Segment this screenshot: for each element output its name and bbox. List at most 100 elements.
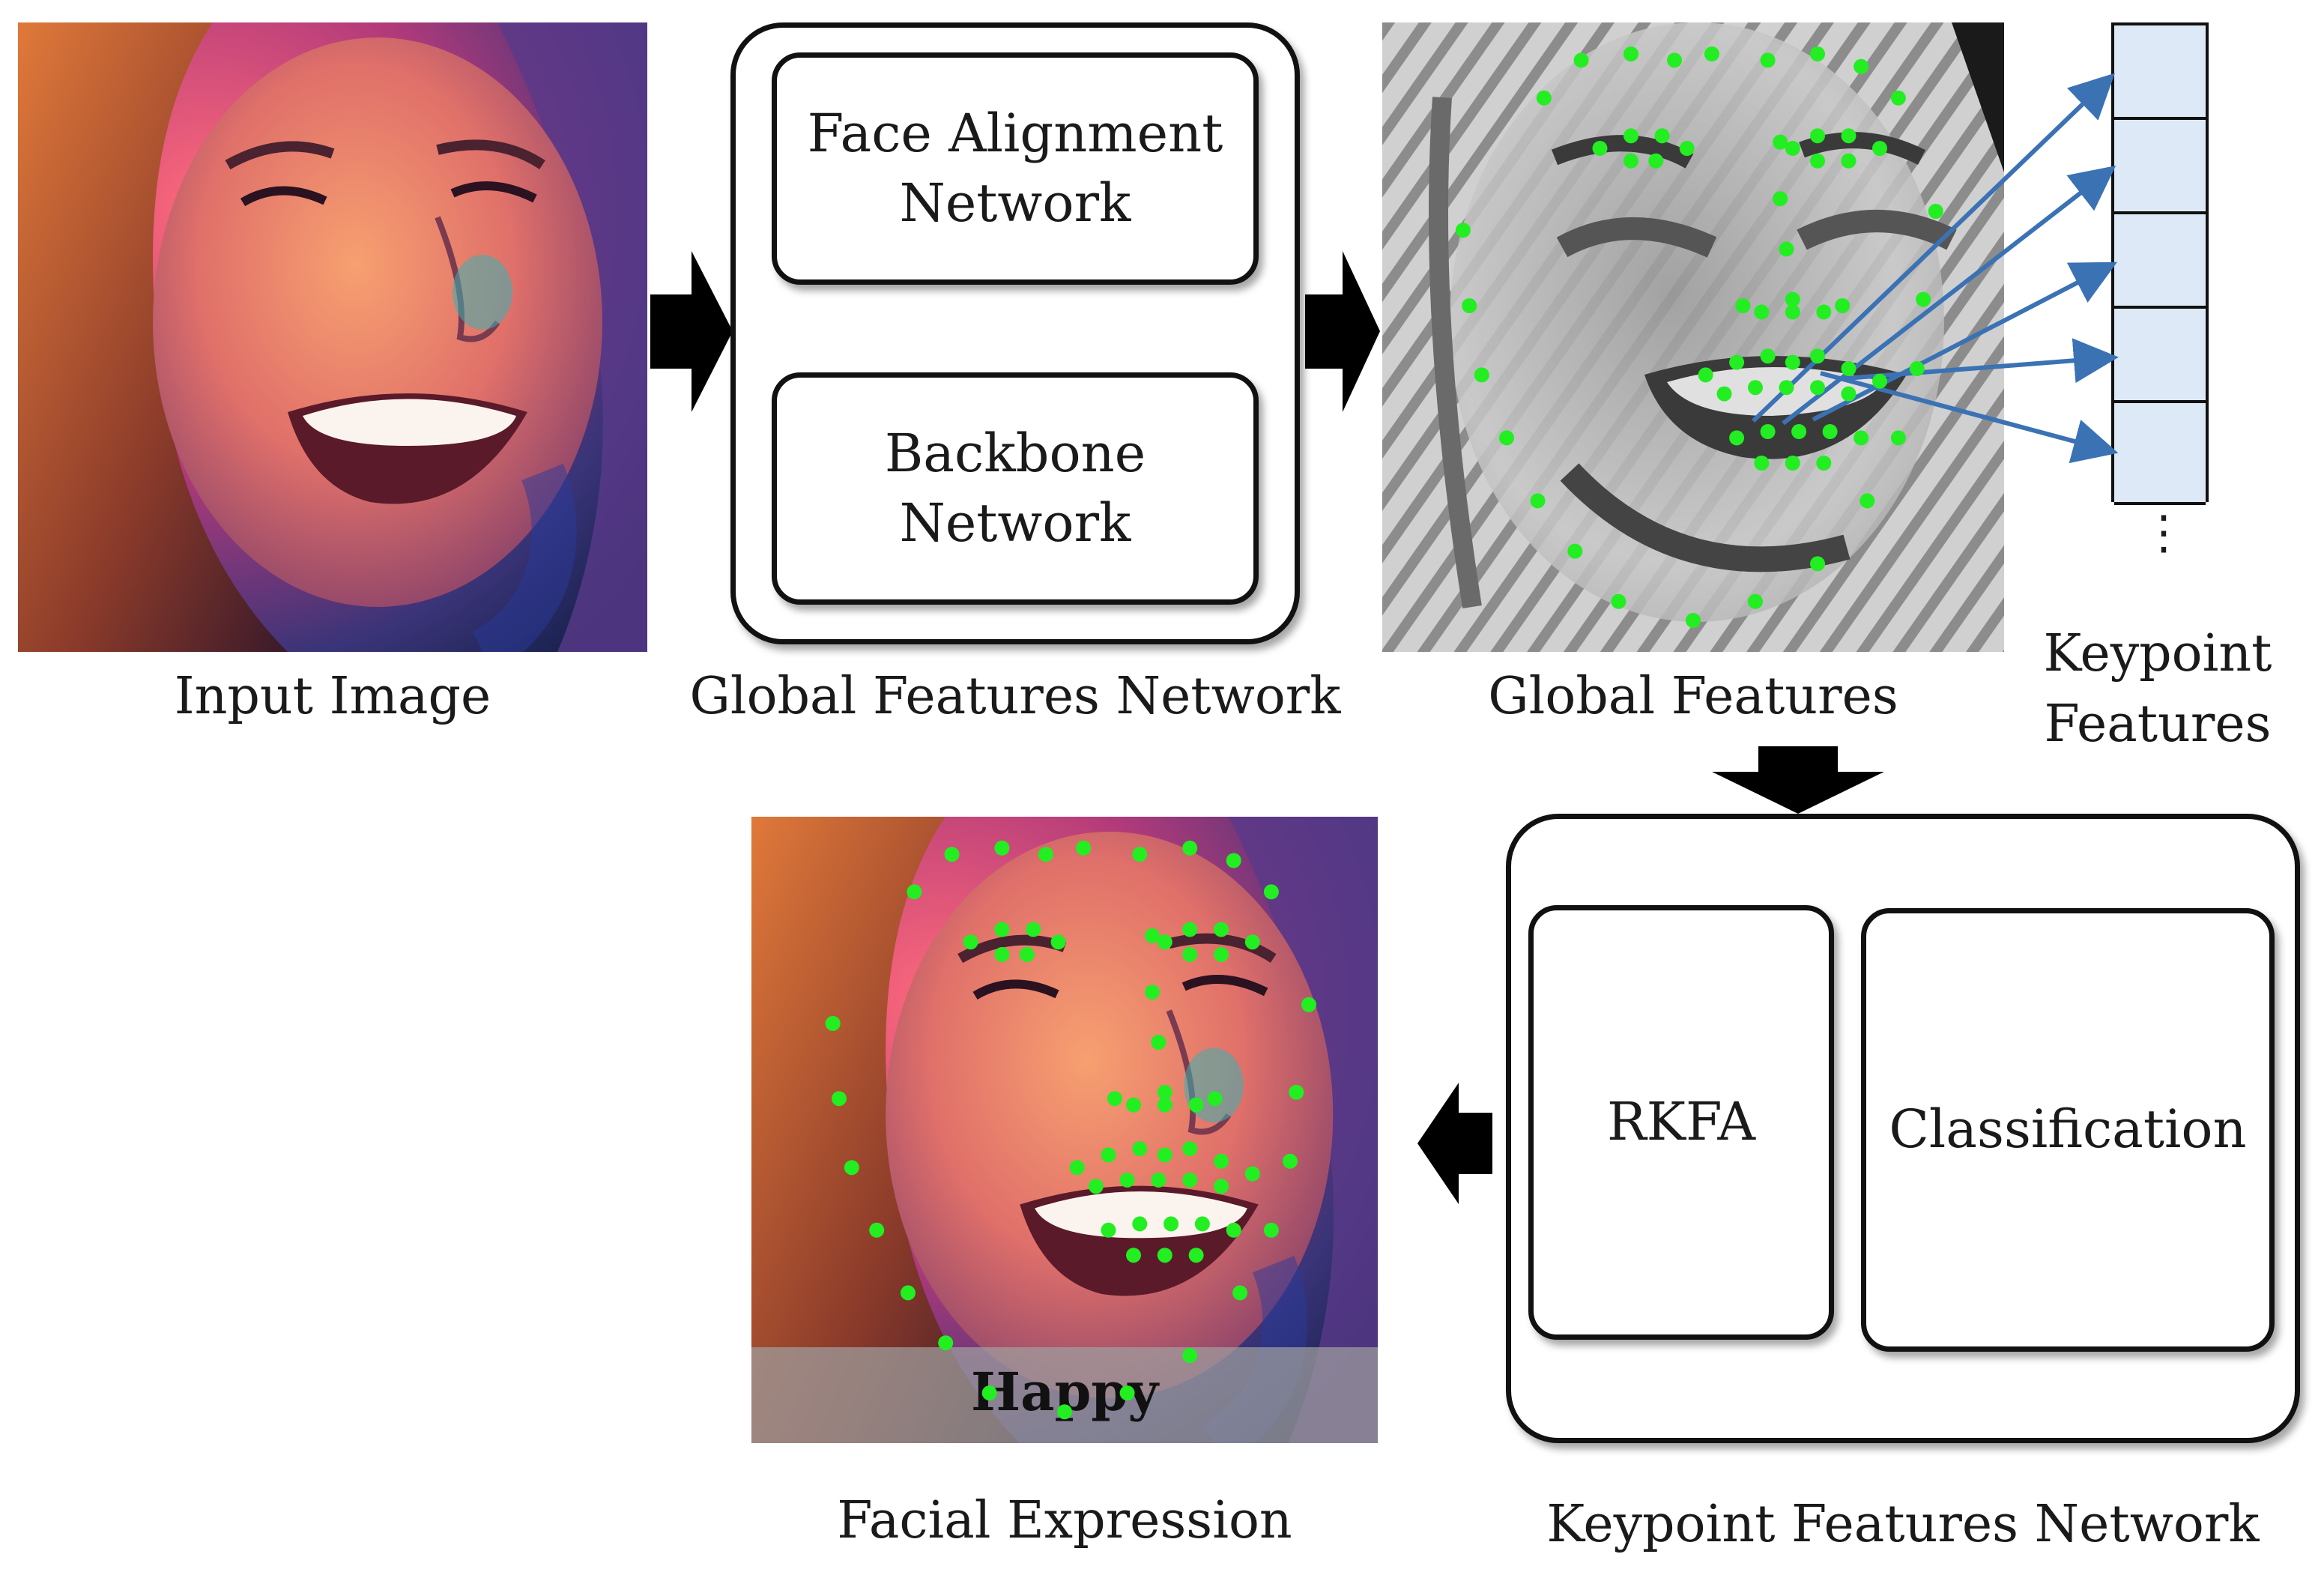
landmark-dot bbox=[1748, 593, 1763, 609]
landmark-dot bbox=[1698, 367, 1713, 383]
landmark-dot bbox=[1810, 46, 1825, 61]
landmark-dot bbox=[1785, 354, 1800, 370]
face-alignment-network-box: Face Alignment Network bbox=[772, 52, 1259, 285]
landmark-dot bbox=[1785, 304, 1800, 320]
landmark-dot bbox=[1859, 493, 1875, 509]
landmark-dot bbox=[1182, 1348, 1198, 1363]
landmark-dot bbox=[1779, 241, 1794, 257]
landmark-dot bbox=[1145, 985, 1160, 1000]
landmark-dot bbox=[1126, 1248, 1141, 1263]
keypoint-feature-vector bbox=[2111, 22, 2209, 505]
landmark-dot bbox=[1854, 430, 1869, 446]
landmark-dot bbox=[1810, 128, 1825, 144]
classification-label: Classification bbox=[1889, 1098, 2247, 1161]
landmark-dot bbox=[1872, 373, 1887, 389]
landmark-dot bbox=[1107, 1091, 1122, 1107]
landmark-dot bbox=[901, 1285, 916, 1301]
landmark-dot bbox=[844, 1160, 859, 1176]
landmark-dot bbox=[1263, 884, 1279, 900]
landmark-dot bbox=[1283, 1153, 1298, 1169]
input-image-caption: Input Image bbox=[174, 667, 491, 726]
right-arrow-icon bbox=[1305, 251, 1380, 412]
landmark-dot bbox=[1188, 1097, 1204, 1113]
landmark-dot bbox=[1101, 1147, 1116, 1163]
landmark-dot bbox=[1226, 853, 1241, 868]
landmark-dot bbox=[1624, 46, 1638, 61]
landmark-dot bbox=[1816, 304, 1832, 320]
landmark-dot bbox=[869, 1222, 885, 1238]
landmark-dot bbox=[1182, 840, 1198, 856]
landmark-dot bbox=[1132, 1216, 1148, 1232]
rkfa-box: RKFA bbox=[1528, 905, 1834, 1340]
landmark-dot bbox=[1654, 128, 1670, 144]
landmark-dot bbox=[825, 1015, 841, 1031]
landmark-dot bbox=[1194, 1216, 1210, 1232]
landmark-dot bbox=[1301, 997, 1316, 1012]
landmark-dot bbox=[1785, 291, 1800, 307]
landmark-dot bbox=[1928, 204, 1943, 219]
landmark-dot bbox=[1716, 386, 1732, 402]
global-features-network-caption: Global Features Network bbox=[689, 667, 1341, 726]
landmark-dot bbox=[1704, 46, 1719, 61]
rkfa-label: RKFA bbox=[1606, 1091, 1756, 1153]
landmark-dot bbox=[1244, 934, 1260, 950]
landmark-dot bbox=[1909, 361, 1925, 376]
landmark-dot bbox=[1872, 141, 1887, 156]
landmark-dot bbox=[981, 1385, 997, 1401]
landmark-dot bbox=[1810, 153, 1825, 169]
landmark-dot bbox=[1822, 424, 1838, 439]
landmark-dot bbox=[1157, 1248, 1172, 1263]
classification-box: Classification bbox=[1861, 908, 2275, 1352]
landmark-dot bbox=[1686, 613, 1701, 628]
landmark-dot bbox=[1841, 361, 1857, 376]
landmark-dot bbox=[1592, 141, 1608, 156]
keypoint-feature-cell bbox=[2114, 120, 2206, 214]
landmark-dot bbox=[1791, 424, 1807, 439]
landmark-dot bbox=[1841, 386, 1857, 402]
landmark-dot bbox=[1101, 1222, 1116, 1238]
keypoint-features-network-caption: Keypoint Features Network bbox=[1546, 1495, 2260, 1554]
more-features-ellipsis: ⋮ bbox=[2140, 505, 2187, 560]
landmark-dot bbox=[963, 934, 978, 950]
landmark-dot bbox=[1760, 52, 1776, 68]
keypoint-feature-cell bbox=[2114, 403, 2206, 505]
landmark-dot bbox=[1182, 1172, 1198, 1188]
landmark-dot bbox=[1462, 298, 1477, 313]
landmark-dot bbox=[1748, 380, 1763, 396]
landmark-dot bbox=[1126, 1097, 1141, 1113]
landmark-dot bbox=[1773, 191, 1788, 207]
backbone-label: Backbone Network bbox=[884, 422, 1146, 554]
landmark-dot bbox=[1624, 153, 1638, 169]
landmark-dot bbox=[1841, 128, 1857, 144]
landmark-dot bbox=[1773, 134, 1788, 150]
keypoint-feature-cell bbox=[2114, 214, 2206, 309]
landmark-dot bbox=[1760, 348, 1776, 364]
left-arrow-icon bbox=[1417, 1083, 1492, 1204]
feature-map-illustration bbox=[1382, 22, 2004, 652]
backbone-network-box: Backbone Network bbox=[772, 372, 1259, 605]
keypoint-feature-cell bbox=[2114, 25, 2206, 120]
keypoint-features-caption: Keypoint Features bbox=[2043, 624, 2272, 754]
landmark-dot bbox=[944, 847, 960, 862]
landmark-dot bbox=[1841, 153, 1857, 169]
landmark-dot bbox=[1026, 922, 1041, 937]
landmark-dot bbox=[1163, 1216, 1179, 1232]
landmark-dot bbox=[1648, 153, 1664, 169]
input-image bbox=[18, 22, 647, 652]
landmark-dot bbox=[1151, 1172, 1166, 1188]
landmark-dot bbox=[1754, 456, 1770, 471]
keypoint-feature-cell bbox=[2114, 309, 2206, 403]
landmark-dot bbox=[1019, 946, 1035, 962]
landmark-dot bbox=[1785, 456, 1800, 471]
landmark-dot bbox=[1810, 380, 1825, 396]
landmark-dot bbox=[1624, 128, 1638, 144]
right-arrow-icon bbox=[650, 251, 733, 412]
landmark-dot bbox=[1567, 543, 1583, 559]
landmark-dot bbox=[1760, 424, 1776, 439]
landmark-dot bbox=[1890, 430, 1906, 446]
landmark-dot bbox=[1145, 928, 1160, 943]
landmark-dot bbox=[1132, 1141, 1148, 1157]
landmark-dot bbox=[1214, 1179, 1229, 1194]
landmark-dot bbox=[1069, 1160, 1085, 1176]
landmark-dot bbox=[938, 1335, 954, 1351]
